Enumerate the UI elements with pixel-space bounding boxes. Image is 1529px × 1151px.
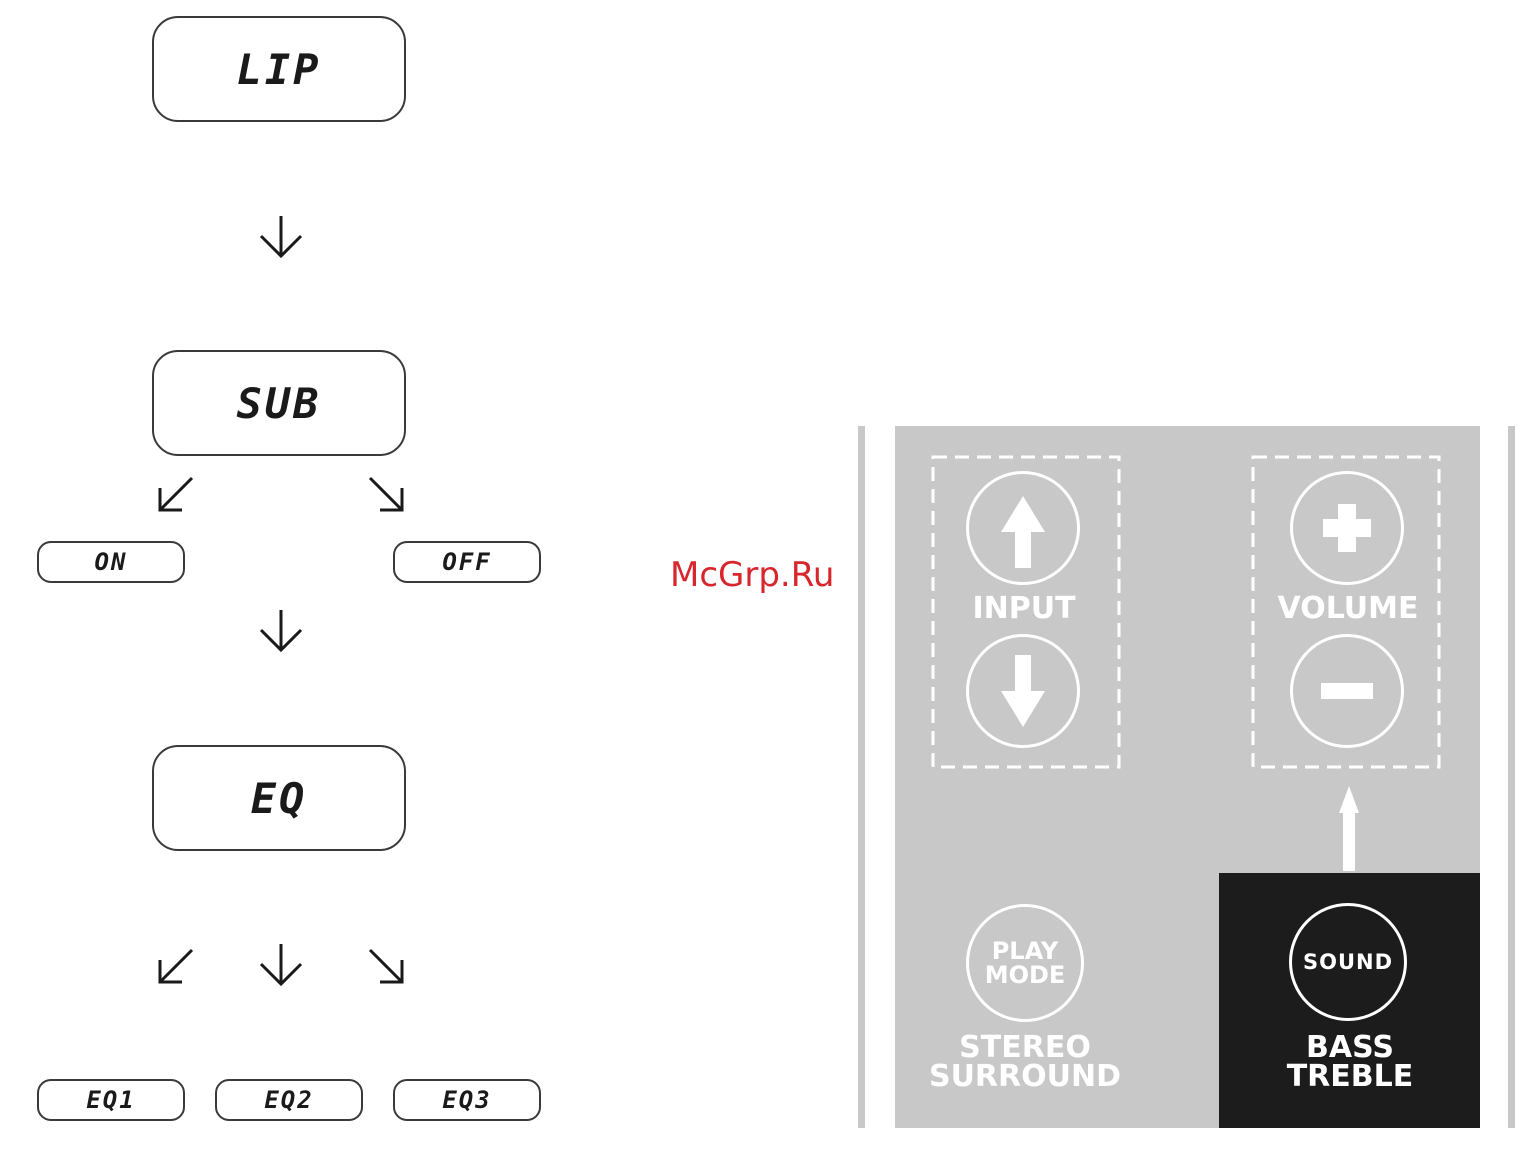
play-mode-line1: PLAY [992,939,1059,963]
eq-display: EQ [152,745,406,851]
sound-button[interactable]: SOUND [1289,903,1407,1021]
panel-right-edge [1508,426,1515,1128]
lip-display: LIP [152,16,406,122]
arrow-down-left-icon [152,472,198,518]
arrow-up-icon [1339,786,1359,871]
minus-icon [1293,637,1401,745]
arrow-down-icon [255,940,307,990]
sub-off-label: OFF [442,548,491,576]
surround-label: SURROUND [925,1062,1125,1092]
watermark: McGrp.Ru [670,555,834,595]
arrow-down-icon [255,606,307,656]
sub-on-label: ON [95,548,128,576]
arrow-down-icon [255,212,307,262]
arrow-down-icon [969,637,1077,745]
plus-icon [1293,474,1401,582]
sub-off-option: OFF [393,541,541,583]
eq2-label: EQ2 [264,1086,313,1114]
volume-down-button[interactable] [1290,634,1404,748]
arrow-up-icon [969,474,1077,582]
volume-up-button[interactable] [1290,471,1404,585]
input-label: INPUT [938,594,1110,624]
arrow-down-right-icon [364,944,410,990]
lip-label: LIP [237,45,322,94]
eq2-option: EQ2 [215,1079,363,1121]
input-up-button[interactable] [966,471,1080,585]
arrow-down-right-icon [364,472,410,518]
panel-left-edge [858,426,865,1128]
arrow-down-left-icon [152,944,198,990]
eq1-option: EQ1 [37,1079,185,1121]
treble-label: TREBLE [1250,1062,1450,1092]
eq3-option: EQ3 [393,1079,541,1121]
sub-on-option: ON [37,541,185,583]
sub-display: SUB [152,350,406,456]
sound-label: SOUND [1303,950,1393,974]
sub-label: SUB [237,379,322,428]
play-mode-line2: MODE [985,963,1066,987]
eq3-label: EQ3 [442,1086,491,1114]
eq-label: EQ [251,774,308,823]
input-down-button[interactable] [966,634,1080,748]
eq1-label: EQ1 [86,1086,135,1114]
play-mode-button[interactable]: PLAY MODE [966,904,1084,1022]
volume-label: VOLUME [1258,594,1438,624]
